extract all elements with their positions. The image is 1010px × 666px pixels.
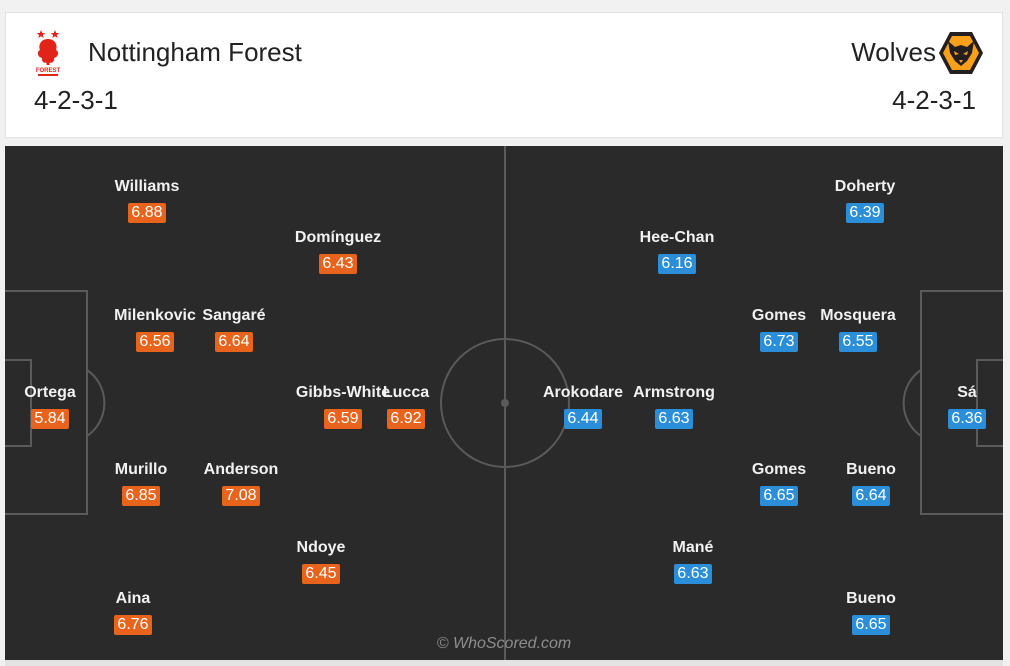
player-name: Gomes	[751, 307, 807, 324]
home-team-name[interactable]: Nottingham Forest	[88, 37, 302, 67]
away-player[interactable]: Armstrong 6.63	[619, 384, 729, 429]
player-rating: 6.36	[948, 409, 986, 429]
player-name: Gomes	[751, 461, 807, 478]
player-name: Ndoye	[296, 539, 346, 556]
away-player[interactable]: Arokodare 6.44	[528, 384, 638, 429]
player-rating: 7.08	[222, 486, 260, 506]
wolves-crest-icon	[939, 32, 983, 74]
player-name: Armstrong	[633, 384, 715, 401]
away-player[interactable]: Gomes 6.73	[724, 307, 834, 352]
away-player[interactable]: Mosquera 6.55	[803, 307, 913, 352]
player-name: Anderson	[203, 461, 279, 478]
player-rating: 6.65	[760, 486, 798, 506]
player-name: Sangaré	[202, 307, 266, 324]
whoscored-watermark: © WhoScored.com	[436, 635, 572, 652]
player-name: Milenkovic	[114, 307, 196, 324]
player-name: Murillo	[114, 461, 168, 478]
home-player[interactable]: Aina 6.76	[78, 590, 188, 635]
home-player[interactable]: Ndoye 6.45	[266, 539, 376, 584]
player-name: Bueno	[846, 461, 896, 478]
home-player[interactable]: Domínguez 6.43	[283, 229, 393, 274]
home-player[interactable]: Anderson 7.08	[186, 461, 296, 506]
player-rating: 6.76	[114, 615, 152, 635]
away-player[interactable]: Hee-Chan 6.16	[622, 229, 732, 274]
home-player[interactable]: Murillo 6.85	[86, 461, 196, 506]
away-player[interactable]: Doherty 6.39	[810, 178, 920, 223]
player-name: Arokodare	[542, 384, 624, 401]
home-player[interactable]: Milenkovic 6.56	[100, 307, 210, 352]
player-name: Williams	[114, 178, 180, 195]
player-rating: 6.88	[128, 203, 166, 223]
away-player[interactable]: Gomes 6.65	[724, 461, 834, 506]
player-name: Ortega	[24, 384, 76, 401]
away-player[interactable]: Bueno 6.65	[816, 590, 926, 635]
player-name: Hee-Chan	[639, 229, 715, 246]
home-player[interactable]: Ortega 5.84	[5, 384, 105, 429]
player-name: Gibbs-White	[295, 384, 391, 401]
player-name: Bueno	[846, 590, 896, 607]
player-rating: 6.64	[852, 486, 890, 506]
bottom-divider	[5, 660, 1003, 666]
player-rating: 6.55	[839, 332, 877, 352]
player-rating: 6.64	[215, 332, 253, 352]
away-player[interactable]: Bueno 6.64	[816, 461, 926, 506]
player-rating: 6.73	[760, 332, 798, 352]
player-rating: 6.63	[674, 564, 712, 584]
player-name: Aina	[115, 590, 151, 607]
player-rating: 5.84	[31, 409, 69, 429]
player-name: Sá	[957, 384, 977, 401]
match-header: FOREST Nottingham Forest 4-2-3-1 Wolves …	[5, 12, 1003, 138]
player-rating: 6.43	[319, 254, 357, 274]
player-name: Mosquera	[820, 307, 896, 324]
pitch: Williams 6.88 Domínguez 6.43 Milenkovic …	[5, 146, 1003, 660]
player-name: Mané	[672, 539, 714, 556]
badge-text: FOREST	[36, 68, 61, 74]
pitch-markings	[5, 146, 1003, 660]
home-player[interactable]: Gibbs-White 6.59	[288, 384, 398, 429]
home-player[interactable]: Lucca 6.92	[351, 384, 461, 429]
player-rating: 6.45	[302, 564, 340, 584]
player-rating: 6.92	[387, 409, 425, 429]
away-team-name[interactable]: Wolves	[851, 37, 936, 67]
home-player[interactable]: Sangaré 6.64	[179, 307, 289, 352]
player-rating: 6.56	[136, 332, 174, 352]
nottingham-forest-crest-icon: FOREST	[36, 30, 61, 76]
player-rating: 6.85	[122, 486, 160, 506]
home-formation: 4-2-3-1	[34, 85, 118, 115]
home-player[interactable]: Williams 6.88	[92, 178, 202, 223]
player-name: Doherty	[834, 178, 896, 195]
player-rating: 6.44	[564, 409, 602, 429]
away-player[interactable]: Sá 6.36	[912, 384, 1003, 429]
player-rating: 6.63	[655, 409, 693, 429]
away-formation: 4-2-3-1	[892, 85, 976, 115]
player-rating: 6.16	[658, 254, 696, 274]
player-name: Lucca	[382, 384, 430, 401]
player-name: Domínguez	[294, 229, 382, 246]
player-rating: 6.59	[324, 409, 362, 429]
player-rating: 6.65	[852, 615, 890, 635]
player-rating: 6.39	[846, 203, 884, 223]
away-player[interactable]: Mané 6.63	[638, 539, 748, 584]
